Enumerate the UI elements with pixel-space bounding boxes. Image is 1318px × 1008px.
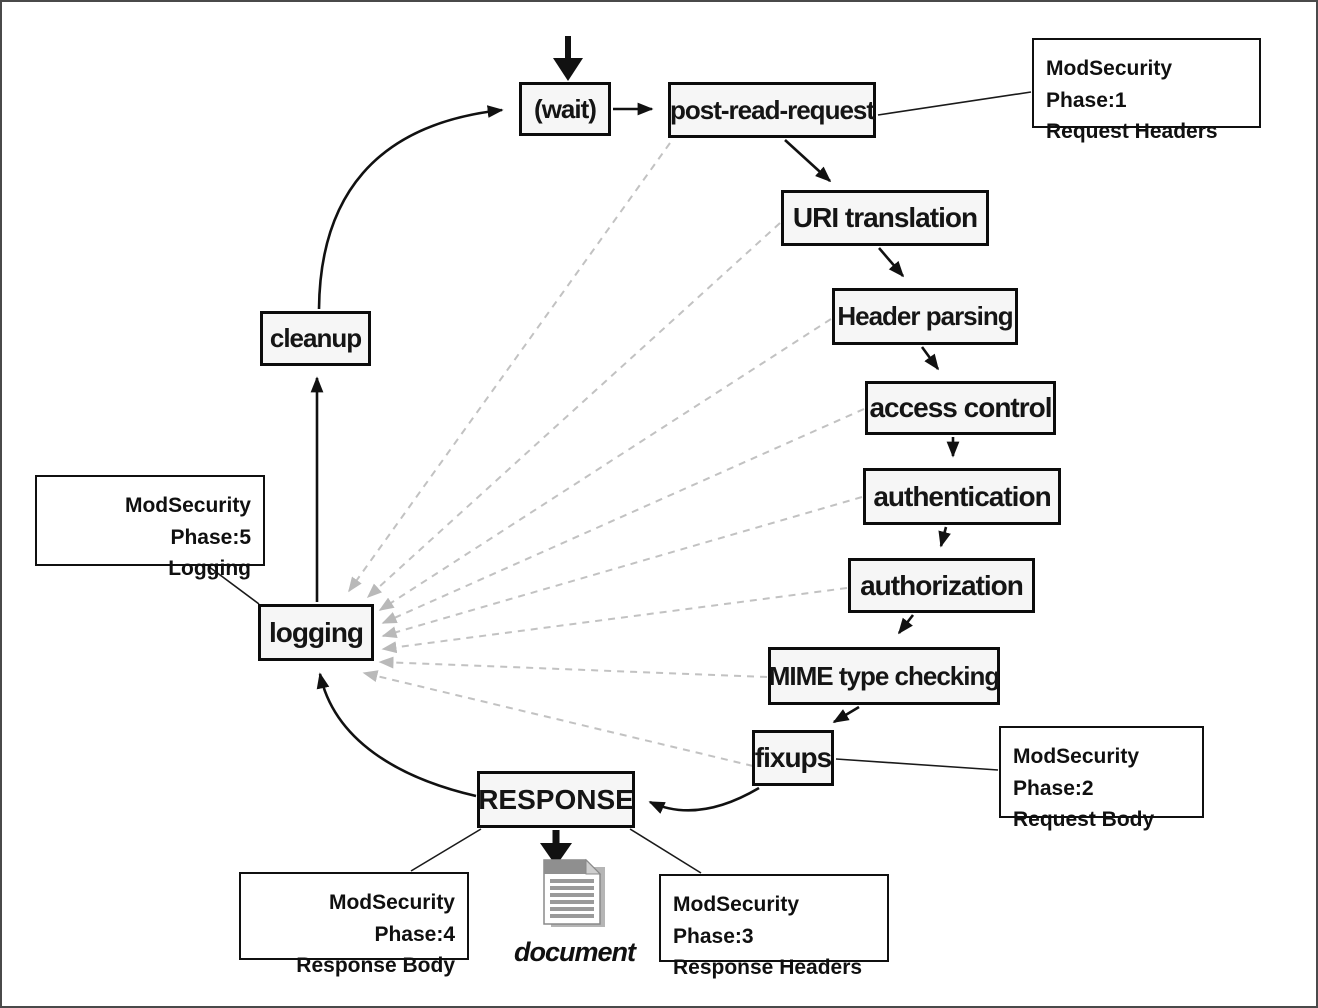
document-icon (543, 858, 605, 927)
document-output: document (514, 858, 636, 968)
node-cleanup: cleanup (260, 311, 371, 366)
callout-phase5: ModSecurity Phase:5 Logging (35, 475, 265, 580)
node-mime-type-checking: MIME type checking (768, 647, 1000, 705)
node-authorization: authorization (848, 558, 1035, 613)
node-access-control: access control (865, 381, 1056, 435)
callout-phase2: ModSecurity Phase:2 Request Body (999, 726, 1204, 831)
callout-phase1-line1: ModSecurity Phase:1 (1046, 57, 1173, 112)
node-logging: logging (258, 604, 374, 661)
callout-phase5-line1: ModSecurity Phase:5 (124, 494, 251, 549)
node-fixups: fixups (752, 730, 834, 786)
callout-phase3-line2: Response Headers (673, 956, 863, 979)
callout-phase1: ModSecurity Phase:1 Request Headers (1032, 38, 1261, 143)
callout-phase4-line1: ModSecurity Phase:4 (328, 891, 455, 946)
callout-phase3: ModSecurity Phase:3 Response Headers (659, 874, 889, 979)
entry-arrow-icon (553, 36, 583, 81)
callout-phase4: ModSecurity Phase:4 Response Body (239, 872, 469, 977)
callout-phase3-line1: ModSecurity Phase:3 (673, 893, 800, 948)
callout-phase5-line2: Logging (168, 557, 251, 580)
callout-phase1-line2: Request Headers (1046, 120, 1218, 143)
node-header-parsing: Header parsing (832, 288, 1018, 345)
node-wait: (wait) (519, 82, 611, 136)
node-response: RESPONSE (477, 771, 635, 828)
node-post-read-request: post-read-request (668, 82, 876, 138)
node-authentication: authentication (863, 468, 1061, 525)
node-uri-translation: URI translation (781, 190, 989, 246)
callout-phase2-line1: ModSecurity Phase:2 (1013, 745, 1140, 800)
callout-phase2-line2: Request Body (1013, 808, 1155, 831)
callout-phase4-line2: Response Body (296, 954, 455, 977)
document-label: document (514, 937, 636, 967)
